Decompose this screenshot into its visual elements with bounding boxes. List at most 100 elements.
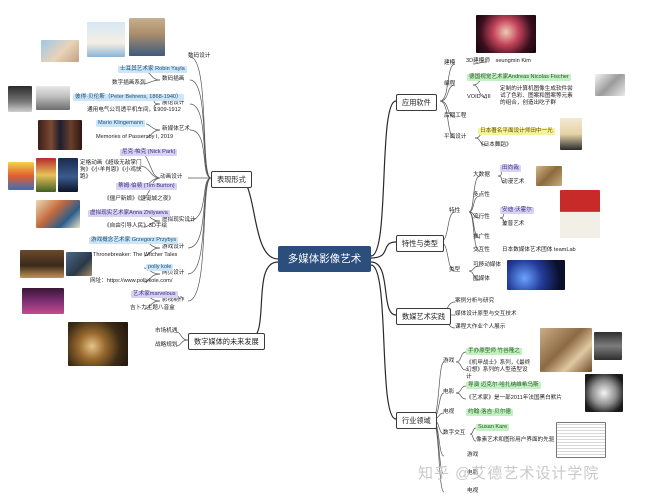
node-kejiaohu[interactable]: 可移动媒体 — [473, 262, 501, 268]
node-klingemann[interactable]: Mario Klingemann — [96, 120, 146, 127]
node-hy-baird[interactable]: 约翰·洛吉·贝尔德 — [466, 409, 513, 416]
node-pollykole[interactable]: polly kole — [146, 264, 174, 271]
image-robot-figure — [594, 332, 622, 360]
node-tuiguang[interactable]: 推广性 — [473, 234, 490, 240]
node-dongmanyishu[interactable]: 动漫艺术 — [502, 179, 525, 185]
image-wallace-gromit — [8, 162, 34, 190]
node-robin[interactable]: 士耳其艺术家 Robin Yayla — [118, 66, 187, 73]
node-dashuju[interactable]: 大数据 — [473, 172, 490, 178]
node-market[interactable]: 市场机遇 — [155, 328, 178, 334]
node-hy-youxi[interactable]: 游戏 — [443, 358, 455, 364]
node-hy-film[interactable]: 《艺术家》是一部2011年法国黑白默片 — [466, 395, 562, 401]
node-shumachatu-series[interactable]: 数字插画系列 — [112, 80, 146, 86]
node-biaoxian[interactable]: 表现形式 — [211, 171, 252, 188]
node-marvelous-work[interactable]: 吉卜力主题八音盒 — [130, 305, 175, 311]
node-hy-director[interactable]: 导演 迈克尔·哈扎纳维希乌斯 — [466, 382, 541, 389]
node-marvelous[interactable]: 艺术家marvelous — [131, 291, 178, 298]
watermark: 知乎 @艾德艺术设计学院 — [418, 465, 600, 482]
node-jianmo[interactable]: 建模 — [444, 60, 456, 66]
node-anna[interactable]: 虚拟现实艺术家Anna Zhilyaeva — [88, 210, 170, 217]
node-shumachatu[interactable]: 数码插画 — [162, 76, 185, 82]
image-susan-kare-ui — [556, 422, 606, 458]
node-liuxing[interactable]: 流行性 — [473, 214, 490, 220]
spacer — [566, 122, 568, 124]
node-biancheng[interactable]: 编程 — [444, 81, 456, 87]
node-tianshucheng[interactable]: 田尚哉 — [500, 165, 521, 172]
node-hy-youxi-series[interactable]: 《机甲战士》系列，《最终幻想》系列的人型造型设计 — [466, 360, 531, 380]
node-strategy[interactable]: 战略规划 — [155, 342, 178, 348]
node-warhol[interactable]: 安迪·沃霍尔 — [500, 207, 534, 214]
node-duoyuan[interactable]: 多点性 — [473, 192, 490, 198]
image-thronebreaker — [20, 250, 64, 278]
root-node[interactable]: 多媒体影像艺术 — [278, 246, 371, 272]
node-void[interactable]: VOID VIII — [467, 94, 491, 100]
node-sheji[interactable]: 媒体设计原型与交互技术 — [455, 311, 517, 317]
image-thronebreaker-2 — [66, 252, 92, 276]
node-burton[interactable]: 蒂姆·伯顿 (Tim Burton) — [116, 183, 177, 190]
node-grzegorz[interactable]: 游戏概念艺术家 Grzegorz Przybys — [89, 237, 179, 244]
node-vr-work[interactable]: 《自由引导人民》3D手绘 — [104, 223, 168, 229]
image-void-viii — [595, 74, 625, 96]
node-xinmeiti[interactable]: 新媒体艺术 — [162, 126, 190, 132]
node-hy-shuzi[interactable]: 数字交互 — [443, 430, 466, 436]
node-houqi[interactable]: 后期工程 — [444, 113, 467, 119]
image-takeya-figures — [540, 328, 592, 372]
image-robin-illustration-3 — [129, 18, 165, 56]
node-yingyong[interactable]: 应用软件 — [396, 94, 437, 111]
node-hy-kare-desc[interactable]: 像素艺术和图形用户界面的先驱 — [476, 437, 555, 443]
node-gudian[interactable]: 固媒体 — [473, 276, 490, 282]
image-robin-illustration — [41, 40, 79, 62]
node-pollyurl[interactable]: 网址：https://www.pollykole.com/ — [90, 278, 173, 284]
node-nick[interactable]: 尼克·帕克 (Nick Park) — [120, 149, 178, 156]
node-vr[interactable]: 虚拟现实设计 — [162, 217, 196, 223]
node-yingshi[interactable]: 影视制作 — [162, 297, 185, 303]
node-hy-kare[interactable]: Susan Kare — [476, 424, 510, 431]
node-void-desc[interactable]: 定制的计算机图像生成软件尝试了色彩、图案和图案等元素的组合，创造出吃子群 — [500, 86, 573, 106]
image-robin-illustration-2 — [87, 22, 125, 57]
node-donghua[interactable]: 动画设计 — [160, 174, 183, 180]
node-leixing[interactable]: 类型 — [449, 267, 461, 273]
node-jianzhu[interactable]: 展馆设计 — [162, 100, 185, 106]
node-thronebreaker[interactable]: Thronebreaker: The Witcher Tales — [93, 252, 178, 258]
image-chicken-run — [36, 158, 56, 192]
node-texing[interactable]: 特性与类型 — [396, 235, 444, 252]
node-fischer[interactable]: 德国视觉艺术家Andreas Nicolas Fischer — [467, 74, 571, 81]
image-campbell-soup — [560, 190, 600, 238]
image-polly-kole — [22, 288, 64, 314]
node-hy-dianshi2[interactable]: 电视 — [467, 488, 479, 494]
node-clay[interactable]: 定格动画《超级无敌掌门狗》《小羊肖恩》《小鸡快跑》 — [80, 160, 142, 180]
node-behrens[interactable]: 彼得·贝伦斯（Peter Behrens, 1868-1940） — [73, 94, 184, 101]
node-tanaka[interactable]: 日本著名平面设计师田中一光 — [478, 128, 555, 135]
node-corpse[interactable]: 《僵尸新娘》《怪诞城之夜》 — [104, 196, 174, 202]
node-hy-youxi-artist[interactable]: 手办原型师 竹谷隆之 — [466, 348, 522, 355]
node-hy-dianshi[interactable]: 电视 — [443, 409, 455, 415]
node-hy-dianying2[interactable]: 电影 — [467, 470, 479, 476]
node-youxi[interactable]: 游戏设计 — [162, 244, 185, 250]
image-music-box — [68, 322, 128, 366]
node-teamlab[interactable]: 日本数媒体艺术团体 teamLab — [502, 247, 576, 253]
node-nihon[interactable]: 《日本舞蹈》 — [478, 142, 512, 148]
node-hy-dianying[interactable]: 电影 — [443, 389, 455, 395]
image-corpse-bride — [58, 158, 78, 192]
image-aeg-building — [36, 86, 70, 110]
image-the-artist — [585, 374, 623, 412]
node-shijian[interactable]: 数媒艺术实践 — [396, 308, 452, 325]
image-anna-vr — [36, 200, 80, 228]
node-pingmian[interactable]: 平面设计 — [444, 134, 467, 140]
node-zhanshi[interactable]: 课程大作业个人展示 — [455, 324, 506, 330]
node-hangye[interactable]: 行业领域 — [396, 412, 437, 429]
node-jianmo-3d[interactable]: 3D建模师 seungmin Kim — [466, 58, 531, 64]
node-hy-youxi2[interactable]: 游戏 — [467, 452, 479, 458]
image-seungmin-3d — [476, 15, 536, 53]
node-anli[interactable]: 案例分析与研究 — [455, 298, 495, 304]
node-tezheng[interactable]: 特性 — [449, 208, 461, 214]
node-future[interactable]: 数字媒体的未来发展 — [188, 333, 265, 350]
node-wangye[interactable]: 网页设计 — [162, 270, 185, 276]
image-passersby — [38, 120, 82, 150]
image-tianshucheng — [536, 166, 562, 186]
node-soup[interactable]: 波普艺术 — [502, 221, 525, 227]
node-jiaohu[interactable]: 交互性 — [473, 247, 490, 253]
node-shuma[interactable]: 数码设计 — [188, 53, 211, 59]
node-aeg[interactable]: 通用电气公司透平机车间，1909-1912 — [87, 107, 181, 113]
node-passersby[interactable]: Memories of Passersby I, 2019 — [96, 134, 174, 140]
